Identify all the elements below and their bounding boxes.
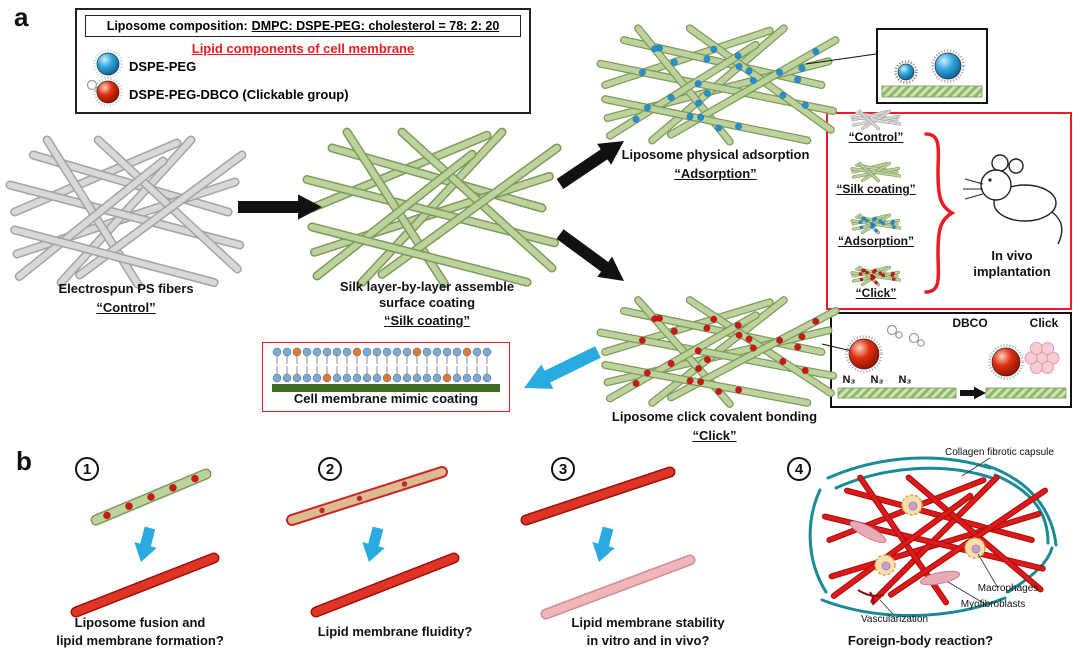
group-label-silk: “Silk coating” [836,182,916,196]
panel-a-label: a [14,2,29,32]
fbr-collagen-label: Collagen fibrotic capsule [945,447,1054,458]
control-tag: “Control” [96,300,156,315]
click-fiber-mesh [596,296,840,408]
silk-title-line2: surface coating [378,295,476,310]
step3-number: 3 [551,457,575,481]
click-tag: “Click” [692,428,737,443]
legend-box: Liposome composition: DMPC: DSPE-PEG: ch… [75,8,531,114]
adsorption-fiber-mesh [596,24,840,146]
azide-label-3: N₃ [898,374,912,386]
step3-caption-line2: in vitro and in vivo? [586,633,710,648]
step1-art [70,468,220,618]
azide-label-1: N₃ [842,374,856,386]
group-label-click: “Click” [855,286,897,300]
adsorbed-liposome-inset-box [876,28,988,104]
step3-art [520,466,696,620]
fbr-myofibroblasts-label: Myofibroblasts [960,599,1026,610]
click-title: Liposome click covalent bonding [611,409,818,424]
fbr-vascularization-label: Vascularization [860,614,929,625]
step1-caption-line1: Liposome fusion and [74,615,206,630]
invivo-line1: In vivo [991,248,1033,263]
step1-caption-line2: lipid membrane formation? [56,633,224,648]
azide-label-2: N₃ [870,374,884,386]
silk-fiber-mesh [302,127,562,289]
silk-title-line1: Silk layer-by-layer assemble [339,279,515,294]
composition-label: Liposome composition: [106,19,248,33]
step3-caption-line1: Lipid membrane stability [571,615,725,630]
arrow-click-to-membrane [524,346,601,389]
step2-number: 2 [318,457,342,481]
step1-number: 1 [75,457,99,481]
step4-caption: Foreign-body reaction? [847,633,994,648]
control-title: Electrospun PS fibers [58,281,194,296]
step2-caption: Lipid membrane fluidity? [317,624,473,639]
adsorption-title: Liposome physical adsorption [621,147,810,162]
membrane-mimic-label: Cell membrane mimic coating [293,391,479,406]
silk-tag: “Silk coating” [384,313,470,328]
liposome-composition-box: Liposome composition: DMPC: DSPE-PEG: ch… [85,15,521,37]
group-label-control: “Control” [848,130,904,144]
adsorption-tag: “Adsorption” [674,166,757,181]
arrow-control-to-silk [238,194,322,220]
step2-art [286,466,460,618]
legend-dspe-peg-label: DSPE-PEG [129,59,197,74]
legend-subtitle: Lipid components of cell membrane [191,41,415,56]
panel-b-label: b [16,446,32,476]
adsorption-inset-connector-line [805,53,877,65]
dbco-label: DBCO [952,316,988,330]
step4-number: 4 [787,457,811,481]
clickbox-click-label: Click [1029,316,1059,330]
fbr-macrophages-label: Macrophages [977,583,1039,594]
legend-dbco-label: DSPE-PEG-DBCO (Clickable group) [129,87,349,102]
composition-value: DMPC: DSPE-PEG: cholesterol = 78: 2: 20 [251,19,500,33]
group-label-adsorption: “Adsorption” [838,234,914,248]
invivo-line2: implantation [973,264,1051,279]
arrow-silk-to-click [556,229,624,281]
control-fiber-mesh [5,135,247,289]
